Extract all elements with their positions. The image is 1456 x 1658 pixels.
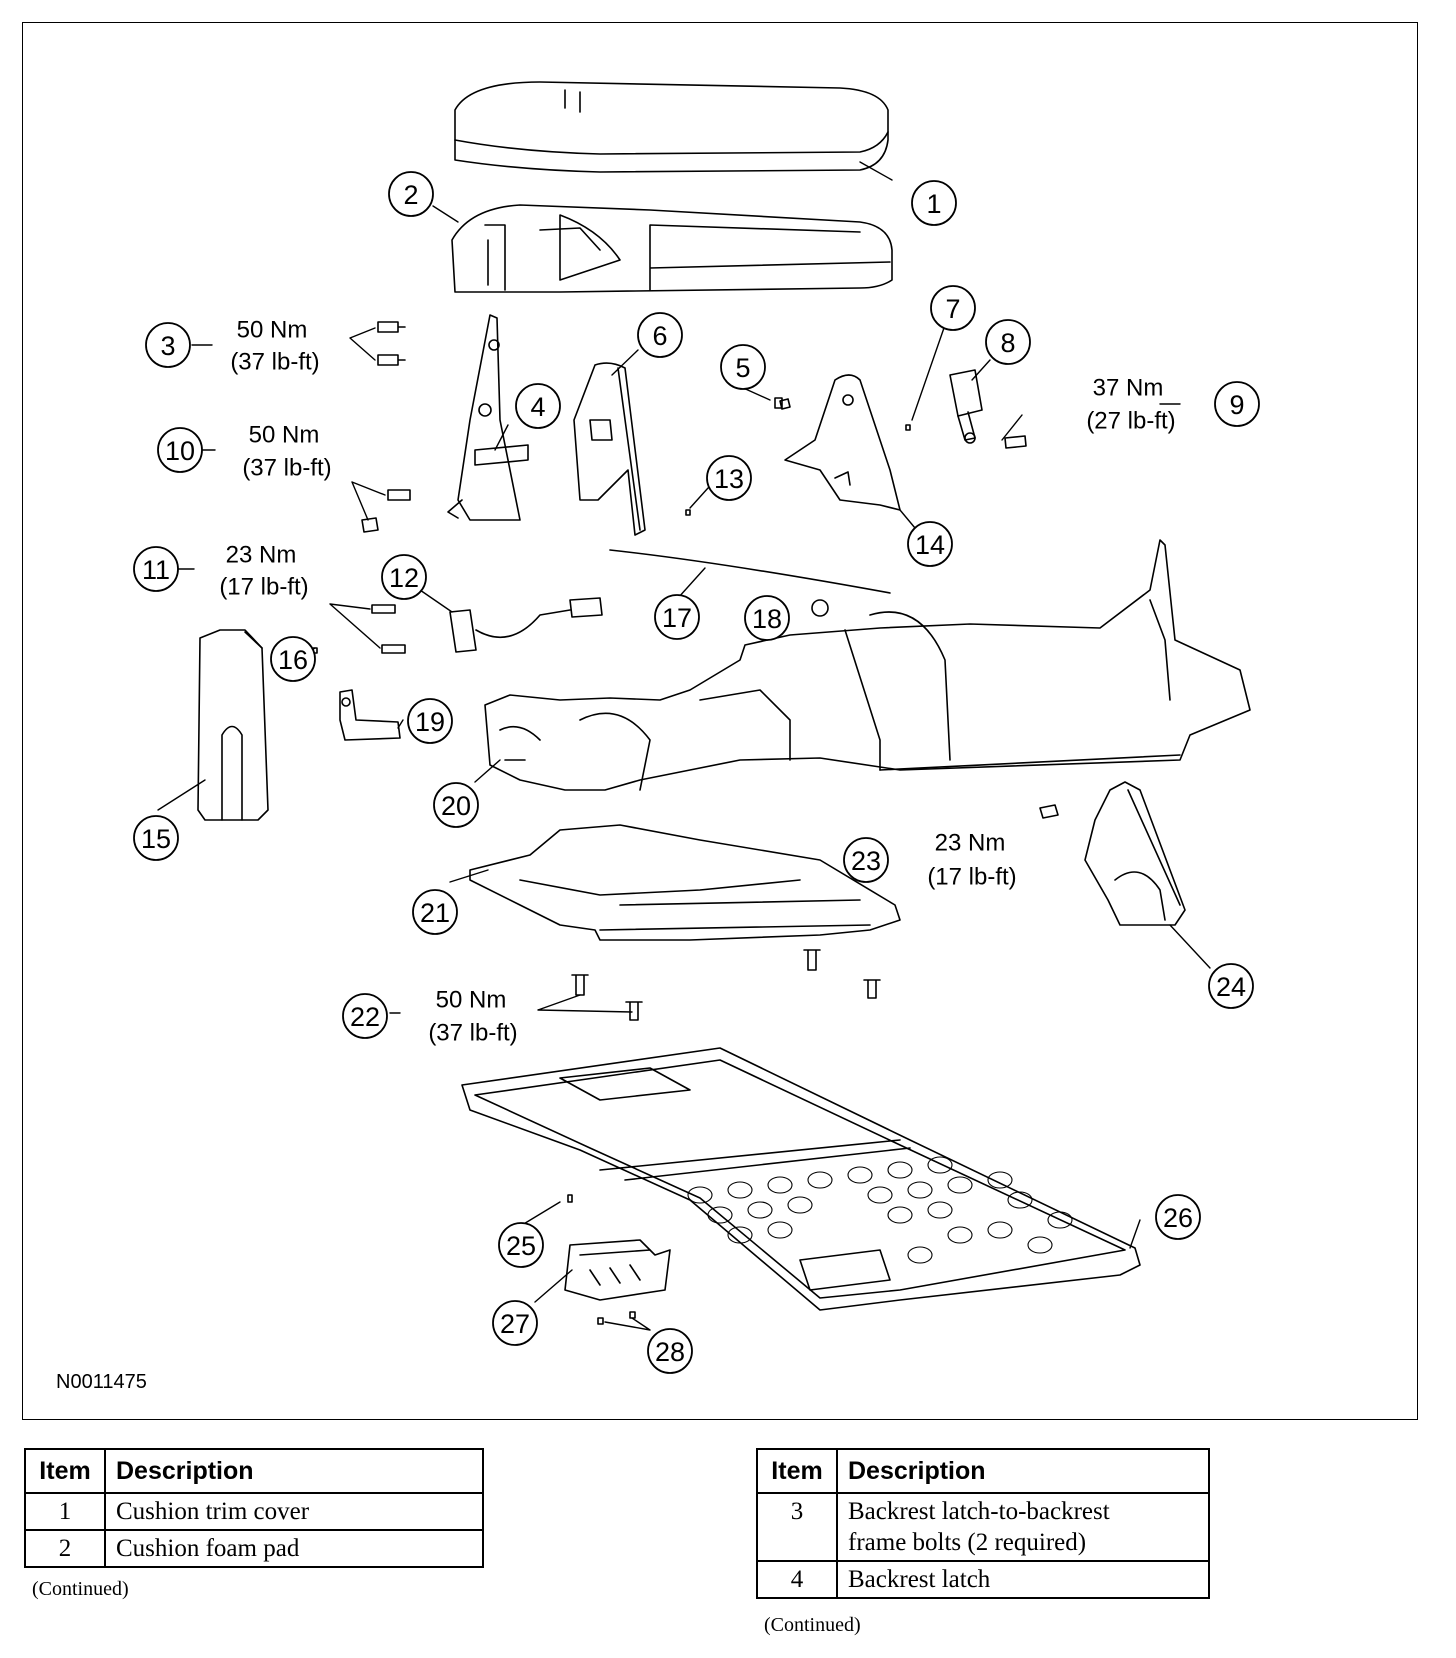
callout-17: 17	[662, 603, 692, 633]
torque-3-nm: 50 Nm	[237, 317, 308, 344]
description-header: Description	[836, 1448, 1210, 1494]
callout-3: 3	[160, 331, 175, 361]
torque-9-nm: 37 Nm	[1093, 375, 1164, 402]
bracket-part	[339, 689, 401, 741]
seat-frame-part	[484, 539, 1251, 791]
callout-5: 5	[735, 353, 750, 383]
end-trim-panel-part	[197, 629, 269, 821]
legend-header-row: Item Description	[24, 1448, 484, 1494]
continued-note-left: (Continued)	[32, 1578, 129, 1600]
callout-15: 15	[141, 824, 171, 854]
callout-13: 13	[714, 464, 744, 494]
description-header: Description	[104, 1448, 484, 1494]
shield-bracket-part	[784, 374, 901, 511]
legend-table-right: Item Description 3 Backrest latch-to-bac…	[756, 1448, 1210, 1599]
callout-1: 1	[926, 189, 941, 219]
callout-16: 16	[278, 645, 308, 675]
item-number: 4	[756, 1560, 838, 1599]
item-number: 3	[756, 1492, 838, 1562]
cushion-foam-pad-part	[451, 204, 893, 293]
torque-10-lbft: (37 lb-ft)	[242, 455, 331, 482]
torque-3-lbft: (37 lb-ft)	[230, 349, 319, 376]
callout-26: 26	[1163, 1203, 1193, 1233]
item-description-line: Backrest latch-to-backrest	[848, 1498, 1110, 1525]
item-header: Item	[24, 1448, 106, 1494]
callout-circles	[133, 171, 1260, 1374]
figure-id: N0011475	[56, 1371, 147, 1393]
right-side-shield-part	[1084, 781, 1186, 926]
torque-10-nm: 50 Nm	[249, 422, 320, 449]
callout-4: 4	[530, 392, 545, 422]
callout-10: 10	[165, 436, 195, 466]
table-row: 4 Backrest latch	[756, 1560, 1210, 1599]
item-description-line: frame bolts (2 required)	[848, 1529, 1087, 1556]
torque-23-lbft: (17 lb-ft)	[927, 864, 1016, 891]
figure-frame	[22, 22, 1418, 1420]
torque-11-nm: 23 Nm	[226, 542, 297, 569]
storage-box-part	[564, 1239, 671, 1301]
table-row: 3 Backrest latch-to-backrest frame bolts…	[756, 1492, 1210, 1562]
callout-2: 2	[403, 180, 418, 210]
callout-23: 23	[851, 846, 881, 876]
callout-24: 24	[1216, 972, 1246, 1002]
callout-8: 8	[1000, 328, 1015, 358]
callout-20: 20	[441, 791, 471, 821]
item-number: 1	[24, 1492, 106, 1531]
torque-11-lbft: (17 lb-ft)	[219, 574, 308, 601]
callout-28: 28	[655, 1337, 685, 1367]
table-row: 2 Cushion foam pad	[24, 1529, 484, 1568]
cover-panel-part	[461, 1047, 1141, 1311]
callout-18: 18	[752, 604, 782, 634]
callout-14: 14	[915, 530, 945, 560]
item-header: Item	[756, 1448, 838, 1494]
table-row: 1 Cushion trim cover	[24, 1492, 484, 1531]
callout-22: 22	[350, 1002, 380, 1032]
exploded-seat-diagram: 1 2 3 4 5 6 7 8 9 10 11 12 13 14 15 16 1…	[56, 81, 1260, 1393]
bolts-part	[571, 804, 1059, 1021]
callout-21: 21	[420, 898, 450, 928]
backrest-latch-part	[447, 314, 529, 521]
callout-11: 11	[142, 555, 170, 585]
lower-frame-part	[469, 824, 901, 941]
torque-22-nm: 50 Nm	[436, 987, 507, 1014]
leader-lines	[157, 161, 1211, 1331]
grommet-part	[811, 599, 829, 617]
torque-22-lbft: (37 lb-ft)	[428, 1020, 517, 1047]
cable-part	[609, 549, 891, 594]
item-description: Backrest latch	[836, 1560, 1210, 1599]
callout-19: 19	[415, 707, 445, 737]
item-description: Cushion foam pad	[104, 1529, 484, 1568]
callout-6: 6	[652, 321, 667, 351]
callout-9: 9	[1229, 390, 1244, 420]
side-shield-part	[573, 362, 646, 536]
torque-23-nm: 23 Nm	[935, 830, 1006, 857]
continued-note-right: (Continued)	[764, 1614, 861, 1636]
legend-table-left: Item Description 1 Cushion trim cover 2 …	[24, 1448, 484, 1568]
harness-connector-part	[449, 597, 603, 653]
callout-7: 7	[945, 294, 960, 324]
cushion-trim-cover-part	[454, 81, 889, 173]
item-description: Backrest latch-to-backrest frame bolts (…	[836, 1492, 1210, 1562]
item-description: Cushion trim cover	[104, 1492, 484, 1531]
torque-9-lbft: (27 lb-ft)	[1086, 408, 1175, 435]
legend-header-row: Item Description	[756, 1448, 1210, 1494]
switch-part	[949, 369, 983, 444]
callout-12: 12	[389, 563, 419, 593]
callout-27: 27	[500, 1309, 530, 1339]
item-number: 2	[24, 1529, 106, 1568]
cover-panel-holes	[687, 1156, 1073, 1264]
callout-25: 25	[506, 1231, 536, 1261]
